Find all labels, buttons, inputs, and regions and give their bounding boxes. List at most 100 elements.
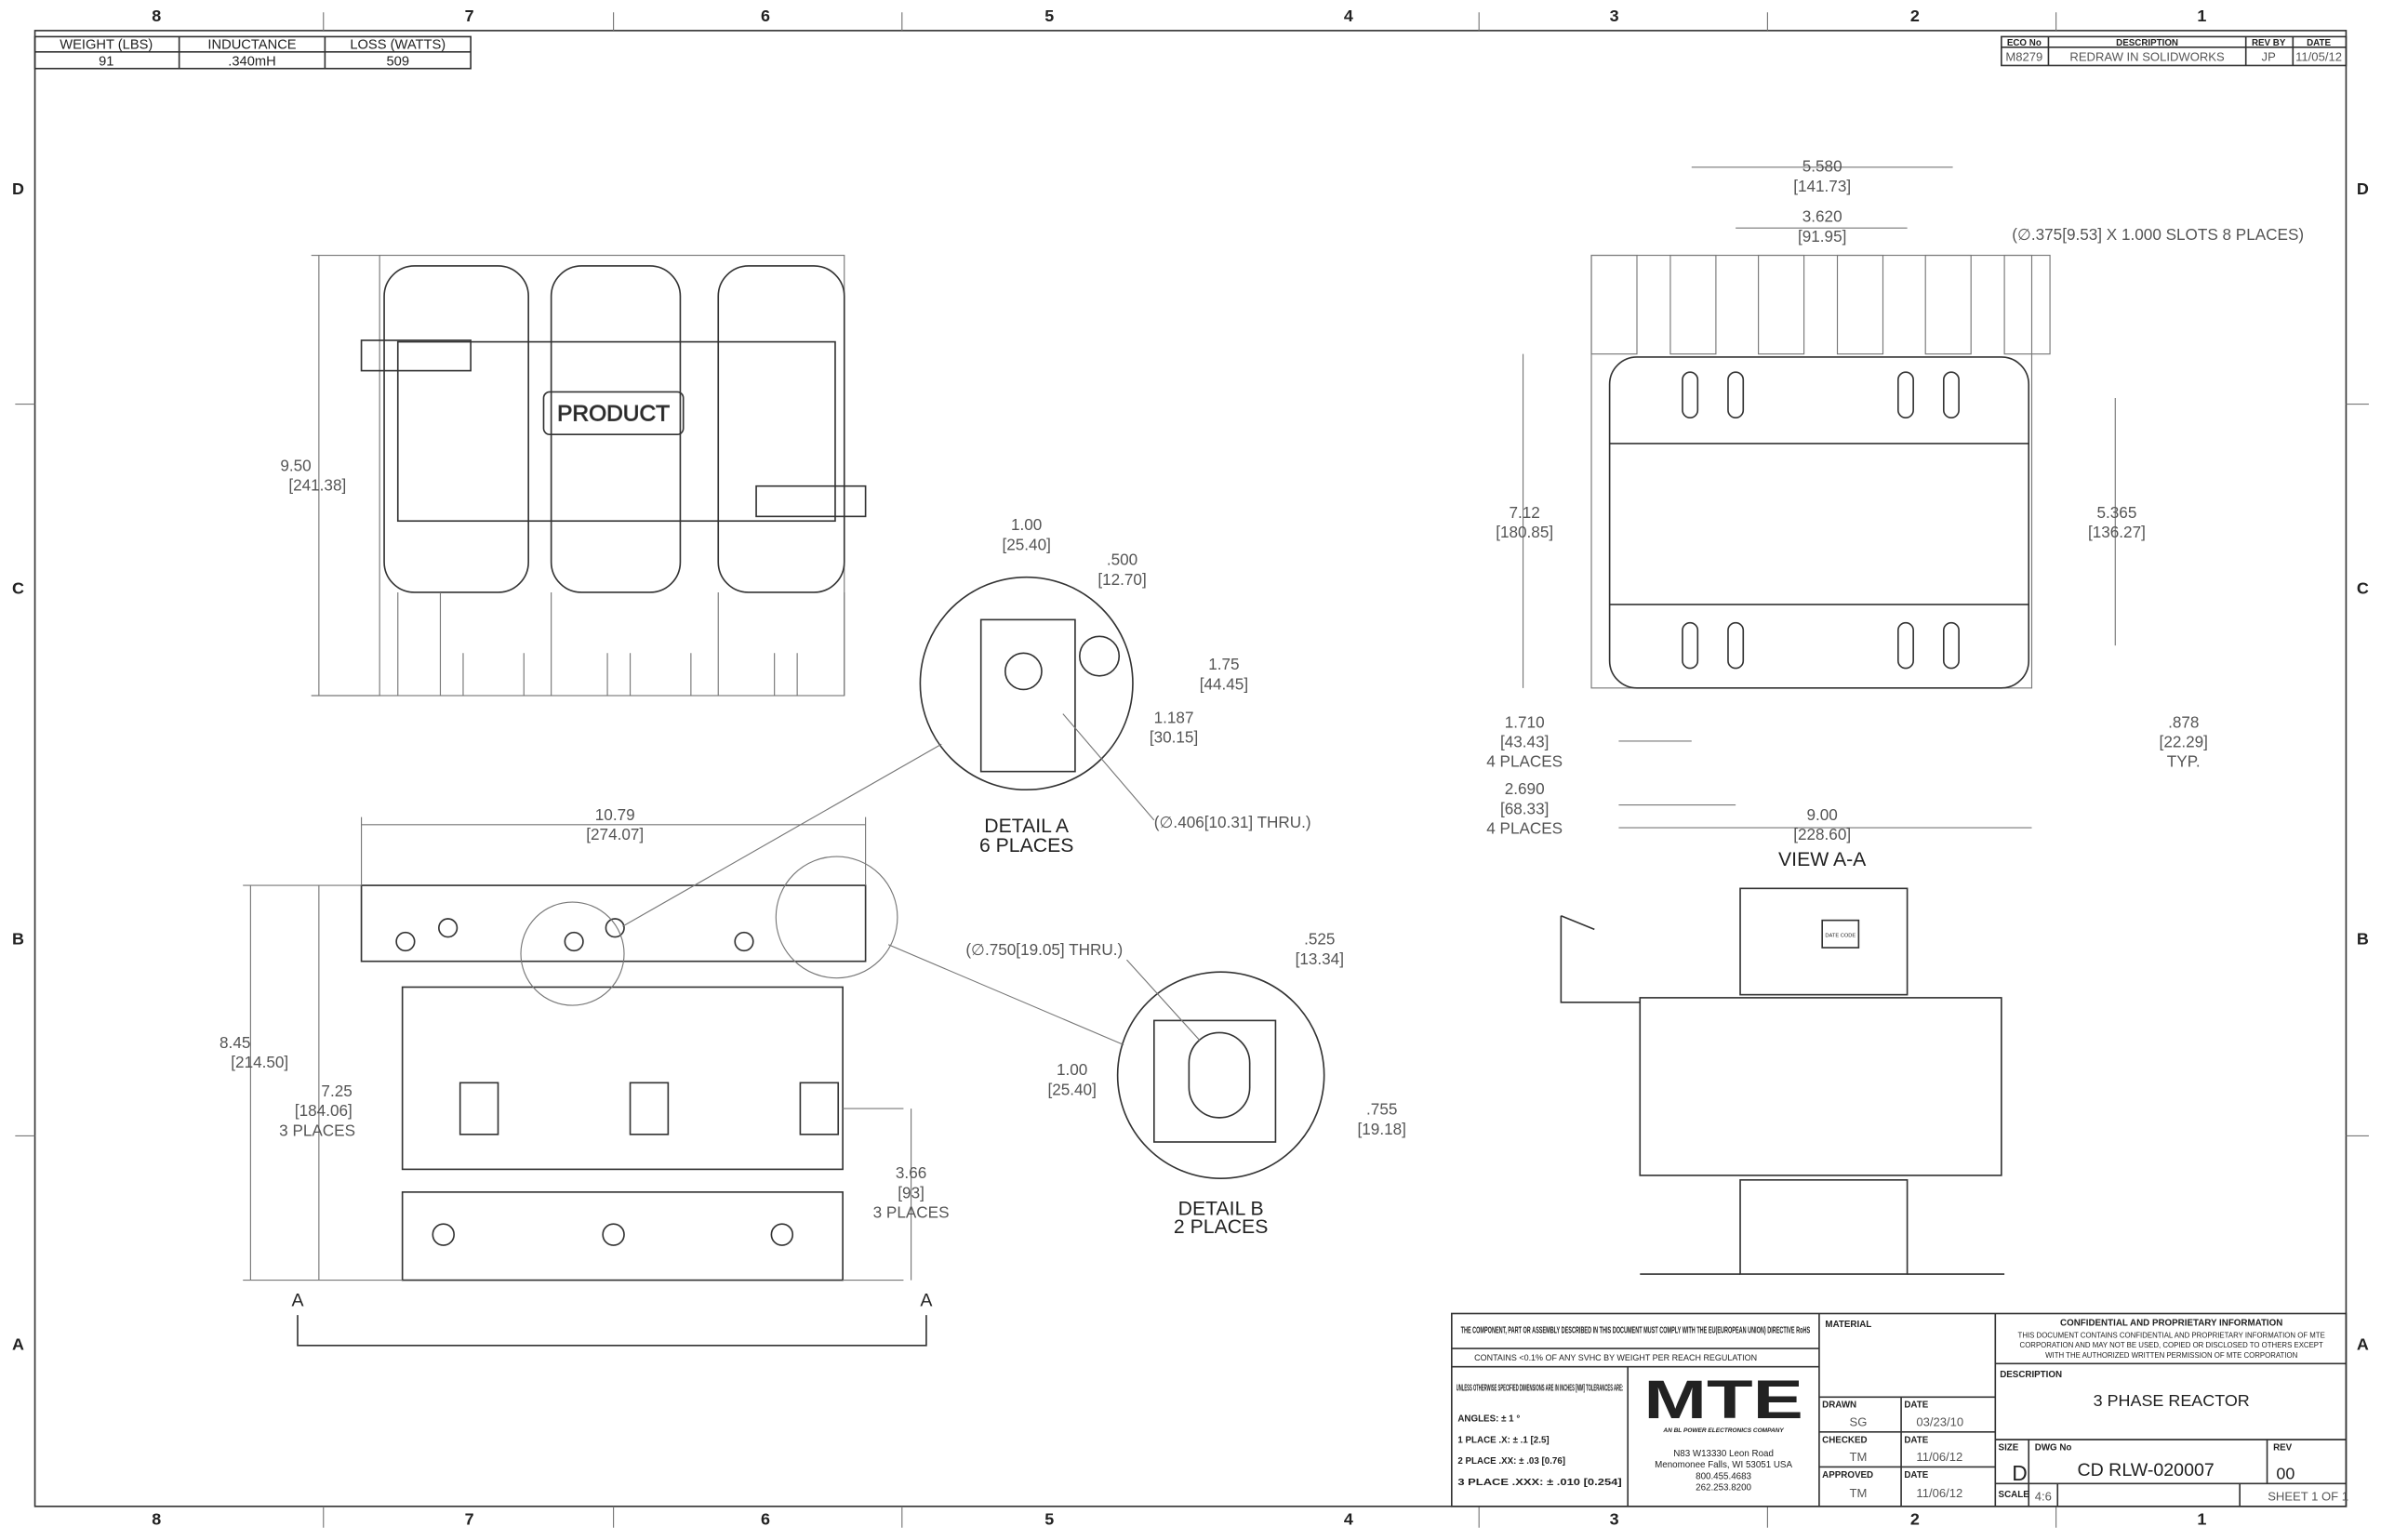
drawing-text: AN BL POWER ELECTRONICS COMPANY xyxy=(1662,1427,1784,1434)
drawing-text: 1.00 xyxy=(1057,1060,1087,1079)
drawing-text: [13.34] xyxy=(1296,949,1344,968)
drawing-text: 2 xyxy=(1910,1509,1920,1528)
drawing-text: Menomonee Falls, WI 53051 USA xyxy=(1655,1460,1792,1470)
drawing-text: 2 xyxy=(1910,7,1920,25)
drawing-text: PRODUCT xyxy=(557,401,670,426)
drawing-text: DATE xyxy=(2307,38,2331,48)
drawing-text: SHEET 1 OF 1 xyxy=(2268,1489,2348,1503)
drawing-text: 3 xyxy=(1610,1509,1619,1528)
view-a-a: 5.580 [141.73] 3.620 [91.95] (∅.375[9.53… xyxy=(1486,157,2304,870)
drawing-line xyxy=(1924,254,1972,355)
drawing-line xyxy=(770,1223,794,1246)
drawing-text: DATE xyxy=(1904,1470,1928,1480)
drawing-text: [214.50] xyxy=(231,1053,288,1071)
front-view: PRODUCT 9.50 [241.38] xyxy=(280,254,867,697)
top-view: DATE CODE xyxy=(1560,887,2005,1275)
drawing-text: [12.70] xyxy=(1097,570,1146,589)
drawing-line xyxy=(1609,443,2029,605)
drawing-text: N83 W13330 Leon Road xyxy=(1673,1449,1774,1459)
drawing-line xyxy=(1079,635,1121,677)
drawing-text: [19.18] xyxy=(1358,1120,1406,1138)
drawing-text: 8 xyxy=(152,7,161,25)
detail-b: DETAIL B 2 PLACES (∅.750[19.05] THRU.) .… xyxy=(887,930,1406,1238)
drawing-line xyxy=(1004,652,1043,691)
drawing-line xyxy=(520,901,625,1006)
drawing-text: M8279 xyxy=(2005,50,2042,64)
drawing-line xyxy=(15,12,2369,1528)
drawing-text: [68.33] xyxy=(1500,799,1549,817)
drawing-line xyxy=(34,36,472,69)
drawing-text: APPROVED xyxy=(1822,1470,1873,1480)
drawing-text: .525 xyxy=(1304,930,1335,949)
drawing-line xyxy=(1897,371,1914,419)
drawing-text: (∅.406[10.31] THRU.) xyxy=(1154,813,1311,831)
drawing-line xyxy=(1682,621,1699,670)
drawing-text: 3 PLACES xyxy=(279,1121,355,1139)
drawing-text: [180.85] xyxy=(1496,523,1553,541)
drawing-text: DATE CODE xyxy=(1825,934,1856,939)
drawing-text: VIEW A-A xyxy=(1778,849,1867,870)
drawing-text: REDRAW IN SOLIDWORKS xyxy=(2069,50,2225,64)
drawing-line xyxy=(1836,254,1884,355)
drawing-text: 8 xyxy=(152,1509,161,1528)
drawing-text: 6 xyxy=(761,1509,770,1528)
drawing-line xyxy=(1897,621,1914,670)
drawing-line xyxy=(396,340,836,523)
drawing-line xyxy=(2001,35,2348,67)
drawing-text: INDUCTANCE xyxy=(207,37,296,52)
drawing-text: UNLESS OTHERWISE SPECIFIED DIMENSIONS AR… xyxy=(1457,1384,1624,1394)
drawing-text: DETAIL B xyxy=(1178,1198,1264,1219)
drawing-text: C xyxy=(2357,579,2369,598)
drawing-text: 8.45 xyxy=(219,1033,250,1052)
spec-table: WEIGHT (LBS) INDUCTANCE LOSS (WATTS) 91 … xyxy=(33,35,472,70)
drawing-text: .340mH xyxy=(228,54,275,69)
drawing-text: D xyxy=(2012,1461,2027,1485)
drawing-line xyxy=(1522,166,2116,829)
drawing-text: DATE xyxy=(1904,1401,1928,1411)
revision-table: ECO No DESCRIPTION REV BY DATE M8279 RED… xyxy=(2001,35,2348,67)
drawing-text: CHECKED xyxy=(1822,1435,1867,1445)
drawing-text: B xyxy=(12,930,24,949)
drawing-text: SCALE xyxy=(1999,1490,2030,1500)
drawing-text: 5.580 xyxy=(1802,157,1842,176)
drawing-text: 3.66 xyxy=(896,1163,926,1182)
drawing-text: [30.15] xyxy=(1150,728,1198,747)
drawing-line xyxy=(1451,1312,2348,1507)
drawing-line xyxy=(1821,919,1860,949)
drawing-text: 4 xyxy=(1344,1509,1353,1528)
drawing-text: REV xyxy=(2273,1442,2293,1453)
drawing-text: 3 PLACE .XXX: ± .010 [0.254] xyxy=(1457,1478,1621,1488)
drawing-text: [44.45] xyxy=(1200,674,1248,693)
drawing-text: 91 xyxy=(99,54,113,69)
drawing-text: C xyxy=(12,579,24,598)
drawing-line xyxy=(1560,914,2005,1275)
drawing-line xyxy=(605,918,625,938)
drawing-text: MATERIAL xyxy=(1825,1320,1871,1330)
drawing-line xyxy=(459,1082,499,1135)
drawing-line xyxy=(1608,356,2030,689)
drawing-line xyxy=(755,485,867,518)
drawing-text: ECO No xyxy=(2007,38,2042,48)
drawing-text: [141.73] xyxy=(1793,177,1851,195)
drawing-text: 3 PLACES xyxy=(873,1203,950,1222)
drawing-line xyxy=(243,816,912,1281)
drawing-line xyxy=(1188,1031,1251,1119)
drawing-text: 800.455.4683 xyxy=(1696,1471,1751,1481)
drawing-line xyxy=(432,1223,455,1246)
drawing-line xyxy=(1116,971,1325,1179)
drawing-text: 3 PHASE REACTOR xyxy=(2094,1391,2250,1410)
drawing-text: A xyxy=(12,1335,24,1354)
drawing-line xyxy=(1758,254,1805,355)
drawing-line xyxy=(602,1223,625,1246)
drawing-text: 7.25 xyxy=(321,1082,352,1100)
drawing-line xyxy=(379,254,845,697)
drawing-text: 2 PLACE .XX: ± .03 [0.76] xyxy=(1457,1456,1565,1467)
drawing-line xyxy=(717,265,845,593)
drawing-line xyxy=(438,918,459,938)
drawing-text: A xyxy=(920,1290,933,1310)
drawing-text: A xyxy=(291,1290,304,1310)
drawing-text: 1.00 xyxy=(1011,515,1042,534)
drawing-text: TM xyxy=(1850,1486,1868,1500)
drawing-text: SIZE xyxy=(1999,1442,2019,1453)
mte-logo: MTE xyxy=(1643,1370,1802,1430)
